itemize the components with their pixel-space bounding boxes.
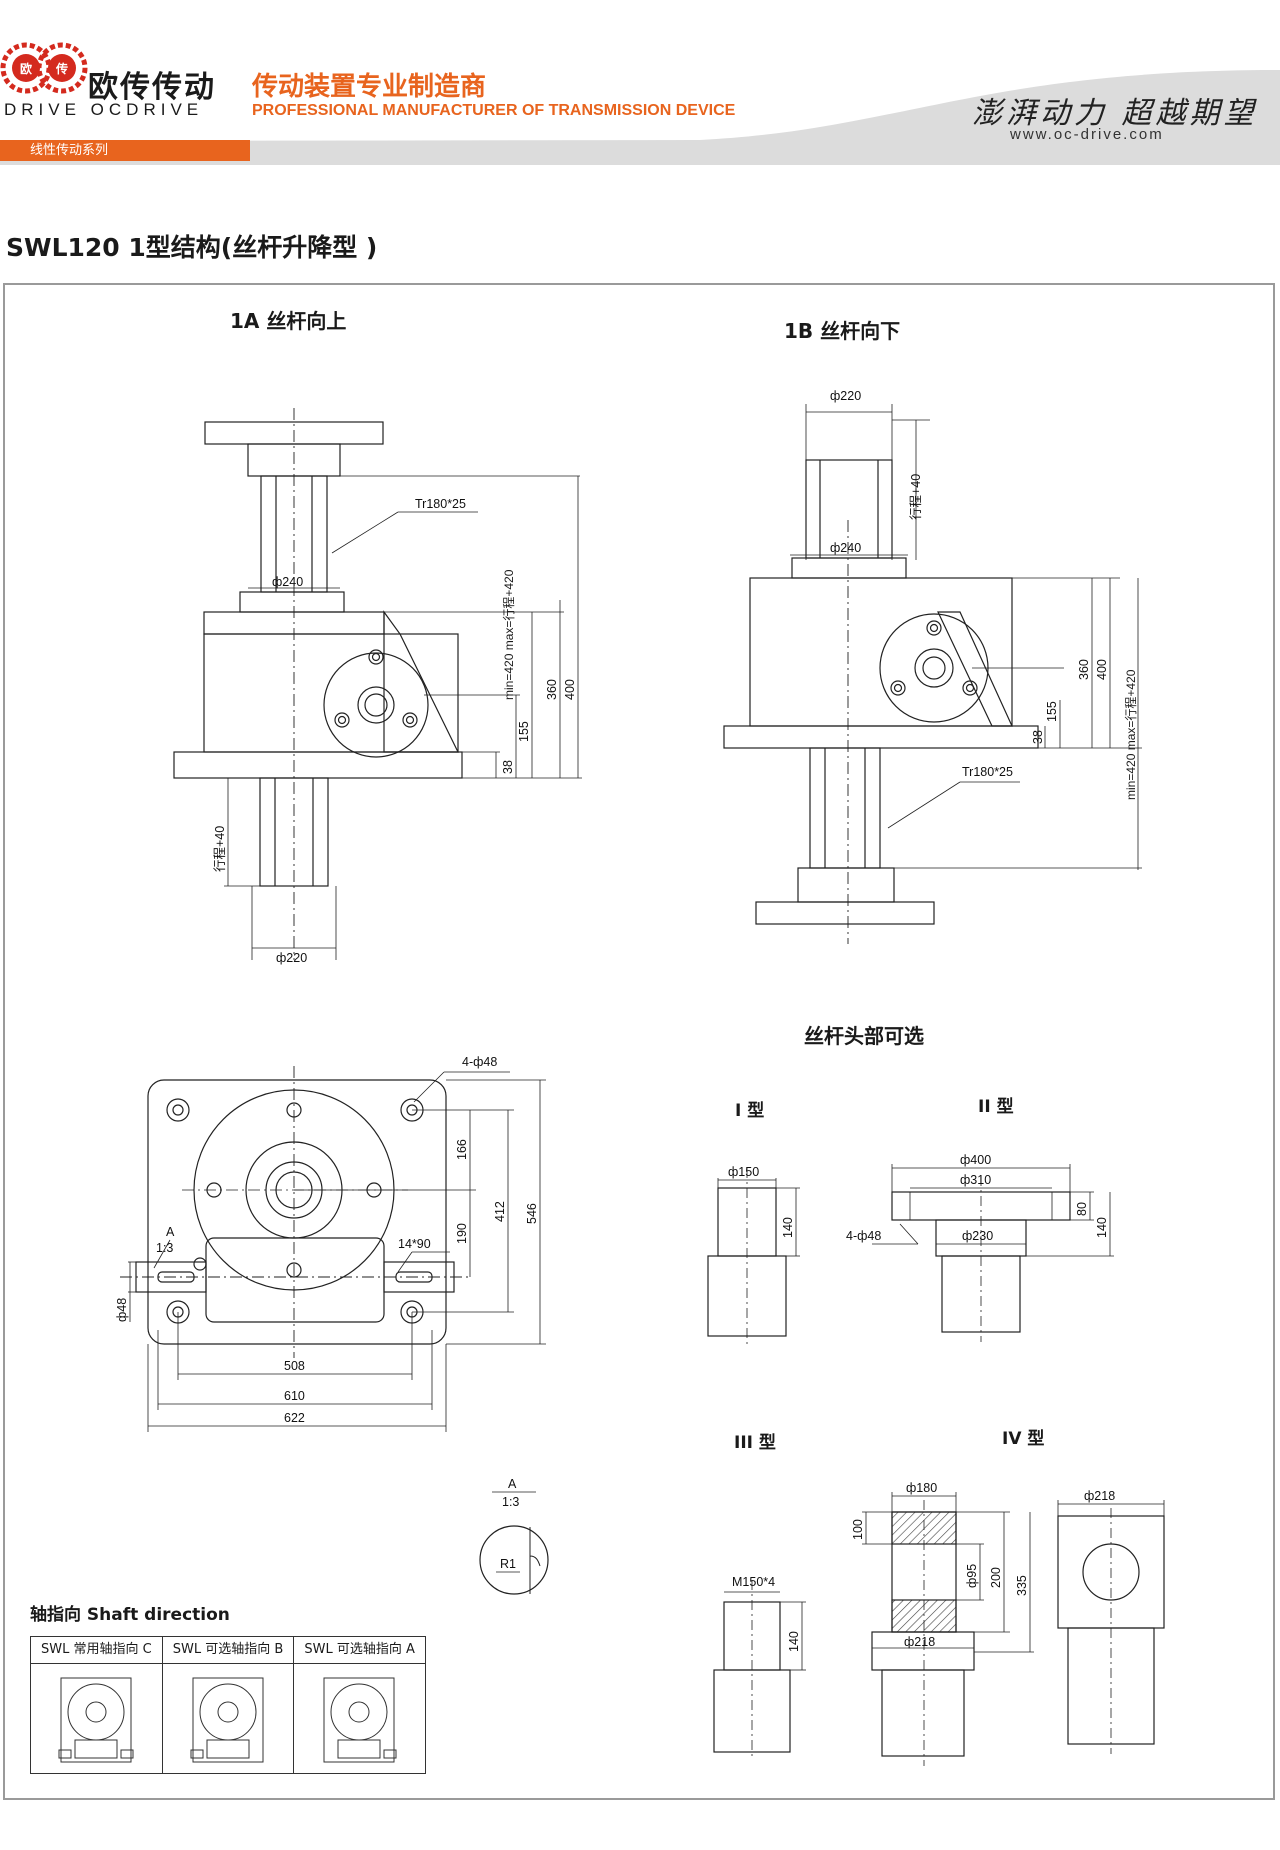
shaft-direction-c-label: SWL 常用轴指向 C xyxy=(31,1637,162,1664)
stroke-1b: 行程+40 xyxy=(908,474,923,520)
svg-text:欧: 欧 xyxy=(20,61,32,76)
type-2-dia-hub: ф230 xyxy=(962,1229,993,1243)
type-3-thread: M150*4 xyxy=(732,1575,775,1589)
holes-plan: 4-ф48 xyxy=(462,1055,497,1069)
dim-360-1a: 360 xyxy=(545,679,559,700)
view-1b-title: 1B 丝杆向下 xyxy=(784,319,901,343)
type-2-title: II 型 xyxy=(978,1097,1014,1117)
dim-190: 190 xyxy=(455,1223,469,1244)
dim-508: 508 xyxy=(284,1359,305,1373)
view-1b-drawing xyxy=(723,404,1142,944)
dia-240-1b: ф240 xyxy=(830,541,861,555)
type-2-drawing xyxy=(872,1164,1114,1342)
brand-name-cn: 欧传传动 xyxy=(88,70,216,105)
header-band xyxy=(0,70,1280,165)
type-4-dim-200: 200 xyxy=(989,1567,1003,1588)
detail-a-scale: 1:3 xyxy=(502,1495,519,1509)
type-4-dia-base: ф218 xyxy=(904,1635,935,1649)
type-4-dia-hole: ф95 xyxy=(965,1564,979,1588)
gear-logo-icon: 欧 传 xyxy=(0,42,88,94)
shaft-c-icon xyxy=(58,1677,134,1763)
detail-ref-plan: A xyxy=(166,1225,175,1239)
svg-text:传: 传 xyxy=(55,61,68,76)
detail-scale-plan: 1:3 xyxy=(156,1241,173,1255)
brand-name-en: DRIVE OCDRIVE xyxy=(4,100,204,119)
dim-155-1a: 155 xyxy=(517,721,531,742)
type-4-dia-side: ф218 xyxy=(1084,1489,1115,1503)
page-title: SWL120 1型结构(丝杆升降型 ) xyxy=(6,233,378,262)
type-4-dim-335: 335 xyxy=(1015,1575,1029,1596)
dia-220-1a: ф220 xyxy=(276,951,307,965)
page-header: 欧 传 欧传传动 DRIVE OCDRIVE 传动装置专业制造商 PROFESS… xyxy=(0,0,1280,165)
type-2-holes: 4-ф48 xyxy=(846,1229,881,1243)
tagline-en: PROFESSIONAL MANUFACTURER OF TRANSMISSIO… xyxy=(252,102,736,119)
company-logo: 欧 传 xyxy=(0,38,235,118)
shaft-direction-a-label: SWL 可选轴指向 A xyxy=(294,1637,426,1664)
thread-1a: Tr180*25 xyxy=(415,497,466,511)
shaft-direction-a[interactable]: SWL 可选轴指向 A xyxy=(294,1637,426,1773)
plan-view-drawing xyxy=(120,1066,546,1432)
type-2-len: 140 xyxy=(1095,1217,1109,1238)
type-1-len: 140 xyxy=(781,1217,795,1238)
slogan: 澎湃动力 超越期望 xyxy=(972,96,1258,131)
website-link[interactable]: www.oc-drive.com xyxy=(1010,126,1164,143)
type-1-dia: ф150 xyxy=(728,1165,759,1179)
type-3-len: 140 xyxy=(787,1631,801,1652)
dim-610: 610 xyxy=(284,1389,305,1403)
shaft-direction-title: 轴指向 Shaft direction xyxy=(30,1605,230,1625)
keyway-plan: 14*90 xyxy=(398,1237,431,1251)
shaft-direction-table: SWL 常用轴指向 C SWL 可选轴指向 B SWL 可选轴指向 A xyxy=(30,1636,426,1774)
dim-155-1b: 155 xyxy=(1045,701,1059,722)
type-2-dia-pcd: ф310 xyxy=(960,1173,991,1187)
drawing-frame xyxy=(3,283,1275,1800)
shaft-b-icon xyxy=(190,1677,264,1763)
dim-400-1a: 400 xyxy=(563,679,577,700)
dim-minmax-1b-label: min=420 max=行程+420 xyxy=(1124,669,1138,800)
tagline-cn: 传动装置专业制造商 xyxy=(252,72,487,102)
dim-546: 546 xyxy=(525,1203,539,1224)
dimension-labels: Tr180*25 ф240 ф220 行程+40 38 155 360 400 … xyxy=(115,389,1115,1652)
type-4-dim-100: 100 xyxy=(851,1519,865,1540)
detail-a-ref: A xyxy=(508,1477,517,1491)
detail-a-drawing xyxy=(479,1491,549,1595)
type-1-title: I 型 xyxy=(735,1101,765,1121)
type-3-drawing xyxy=(713,1580,806,1760)
view-1a-drawing xyxy=(173,408,582,960)
dia-220-1b: ф220 xyxy=(830,389,861,403)
shaft-direction-c[interactable]: SWL 常用轴指向 C xyxy=(31,1637,163,1773)
dim-38-1a: 38 xyxy=(501,760,515,774)
stroke-1a: 行程+40 xyxy=(212,826,227,872)
shaft-direction-b-label: SWL 可选轴指向 B xyxy=(162,1637,294,1664)
series-tab[interactable]: 线性传动系列 xyxy=(0,140,250,161)
type-2-dia-outer: ф400 xyxy=(960,1153,991,1167)
dim-38-1b: 38 xyxy=(1031,730,1045,744)
dim-400-1b: 400 xyxy=(1095,659,1109,680)
type-3-title: III 型 xyxy=(734,1433,776,1453)
dim-412: 412 xyxy=(493,1201,507,1222)
thread-1b: Tr180*25 xyxy=(962,765,1013,779)
type-4-drawing xyxy=(862,1492,1165,1766)
shaft-direction-b[interactable]: SWL 可选轴指向 B xyxy=(162,1637,295,1773)
type-4-title: IV 型 xyxy=(1002,1429,1045,1449)
dim-166: 166 xyxy=(455,1139,469,1160)
dim-minmax-1a-label: min=420 max=行程+420 xyxy=(502,569,516,700)
shaft-a-icon xyxy=(323,1677,397,1763)
detail-a-radius: R1 xyxy=(500,1557,516,1571)
dia-240-1a: ф240 xyxy=(272,575,303,589)
dim-622: 622 xyxy=(284,1411,305,1425)
type-1-drawing xyxy=(707,1168,800,1348)
shaft-dia-plan: ф48 xyxy=(115,1298,129,1322)
screw-heads-title: 丝杆头部可选 xyxy=(804,1024,924,1048)
view-1a-title: 1A 丝杆向上 xyxy=(230,309,347,333)
dim-360-1b: 360 xyxy=(1077,659,1091,680)
type-2-thick: 80 xyxy=(1075,1202,1089,1216)
type-4-dia-top: ф180 xyxy=(906,1481,937,1495)
